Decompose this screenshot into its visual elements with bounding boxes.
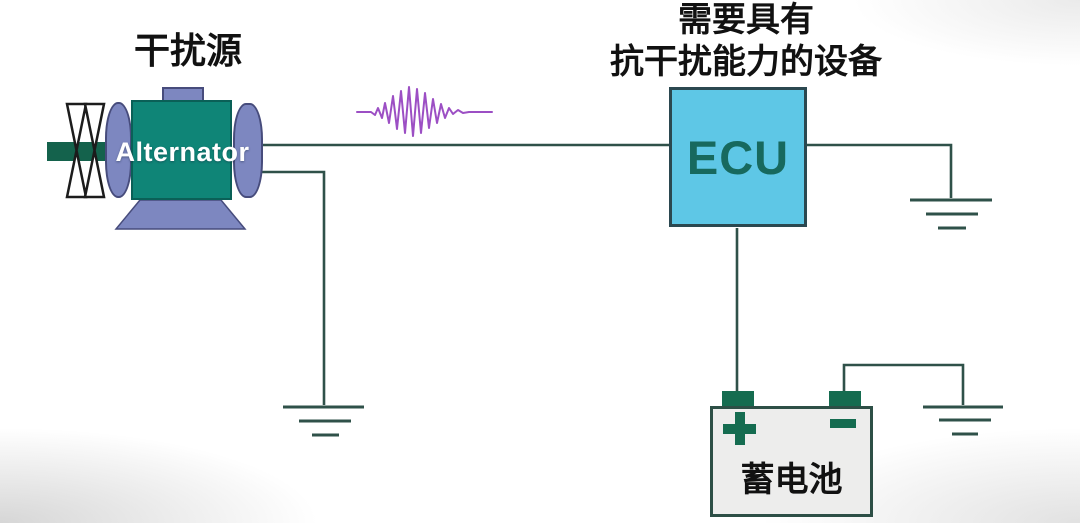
ecu-box: ECU [669, 87, 807, 227]
interference-source-title: 干扰源 [133, 31, 242, 71]
minus-icon [830, 419, 856, 428]
ground-icon [283, 405, 364, 437]
alternator-endcap-left [105, 102, 132, 198]
alternator-base [114, 199, 247, 230]
ecu-label: ECU [686, 130, 790, 184]
wire-battery-to-ground [842, 363, 965, 405]
plus-icon [723, 412, 756, 445]
alternator-endcap-right [233, 103, 263, 198]
pulley-icon [65, 102, 106, 199]
alternator-body [131, 100, 232, 200]
immune-device-title-line2: 抗干扰能力的设备 [610, 44, 882, 81]
ground-icon [910, 198, 992, 230]
immune-device-title-line1: 需要具有 [678, 2, 814, 39]
wire-alternator-to-ground [255, 170, 326, 405]
wire-ecu-to-ground [805, 143, 953, 198]
wires [255, 143, 965, 405]
ground-icon [923, 405, 1003, 436]
battery-label: 蓄电池 [740, 462, 843, 499]
interference-waveform-icon [356, 86, 493, 137]
battery-terminal-positive [722, 391, 754, 408]
immune-device-title: 需要具有 抗干扰能力的设备 [586, 0, 906, 84]
battery-terminal-negative [829, 391, 861, 408]
alternator-label: Alternator [115, 137, 250, 167]
